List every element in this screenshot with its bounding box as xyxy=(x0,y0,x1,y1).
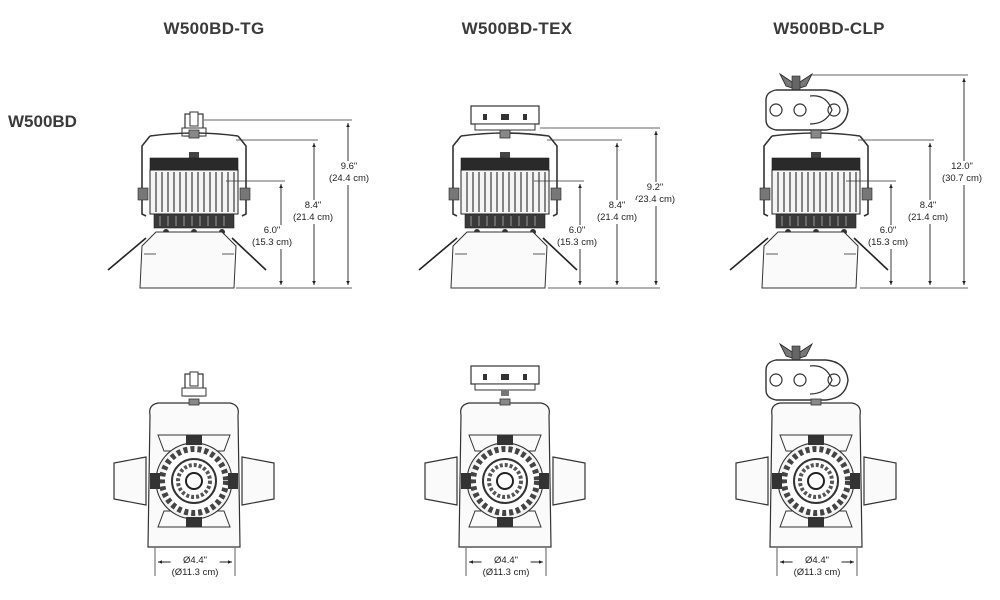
row-label: W500BD xyxy=(8,112,77,131)
title-clp: W500BD-CLP xyxy=(773,19,885,38)
clp-body-height: 8.4"(21.4 cm) xyxy=(906,200,950,224)
clp-lens-height: 6.0"(15.3 cm) xyxy=(866,225,910,249)
title-tg: W500BD-TG xyxy=(163,19,265,38)
tg-diameter: Ø4.4"(Ø11.3 cm) xyxy=(170,555,220,579)
clp-diameter: Ø4.4"(Ø11.3 cm) xyxy=(792,555,842,579)
tg-body-height: 8.4"(21.4 cm) xyxy=(291,200,335,224)
clp-side-view xyxy=(729,73,968,289)
title-tex: W500BD-TEX xyxy=(461,19,573,38)
tex-diameter: Ø4.4"(Ø11.3 cm) xyxy=(481,555,531,579)
clp-front-view xyxy=(736,343,896,576)
clp-total-height: 12.0"(30.7 cm) xyxy=(940,161,984,185)
tex-front-view xyxy=(425,365,585,576)
tg-lens-height: 6.0"(15.3 cm) xyxy=(250,225,294,249)
tg-total-height: 9.6"(24.4 cm) xyxy=(327,161,371,185)
tex-body-height: 8.4"(21.4 cm) xyxy=(595,200,639,224)
tex-side-view xyxy=(418,105,660,289)
tex-total-height: 9.2"(23.4 cm) xyxy=(633,182,677,206)
tex-lens-height: 6.0"(15.3 cm) xyxy=(555,225,599,249)
tg-front-view xyxy=(114,371,274,576)
